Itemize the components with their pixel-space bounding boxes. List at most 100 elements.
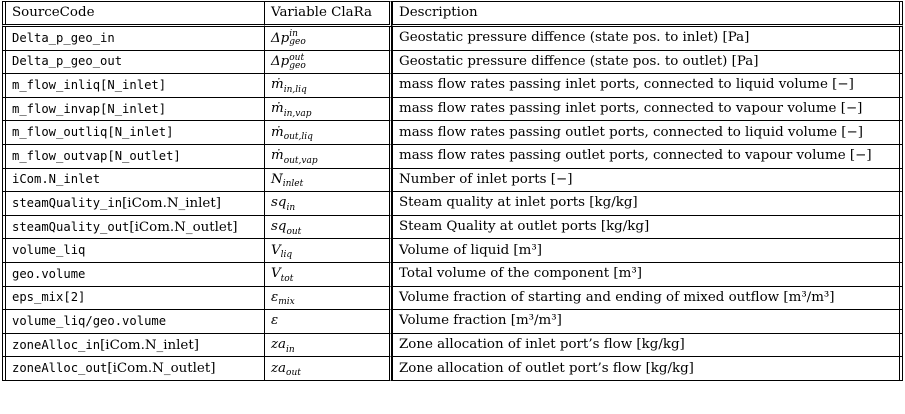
description-cell: Geostatic pressure diffence (state pos. …	[392, 50, 903, 75]
variable-symbol-scripts: out	[286, 223, 301, 236]
source-code-text: m_flow_outliq[N_inlet]	[12, 125, 174, 140]
source-code-cell: zoneAlloc_out[iCom.N_outlet]	[2, 357, 264, 381]
source-code-text: eps_mix[2]	[12, 290, 86, 305]
description-cell: Volume fraction [m³/m³]	[392, 310, 903, 334]
variable-symbol-base: ṁ	[271, 148, 284, 164]
variable-symbol-base: ε	[271, 289, 279, 305]
header-variable-clara: Variable ClaRa	[264, 1, 392, 27]
variable-symbol-superscript: in	[289, 29, 298, 40]
variable-symbol-subscript: in	[286, 344, 295, 355]
variable-symbol-base: V	[271, 266, 281, 282]
variable-symbol-scripts: in	[286, 199, 295, 212]
variable-symbol-subscript: out	[286, 368, 301, 379]
variable-symbol-subscript: tot	[280, 273, 294, 284]
source-code-suffix: [iCom.N_outlet]	[107, 361, 216, 377]
description-cell: Steam Quality at outlet ports [kg/kg]	[392, 215, 903, 240]
table-row: volume_liq/geo.volume ε Volume fraction [m…	[2, 310, 903, 334]
source-code-cell: m_flow_outliq[N_inlet]	[2, 121, 264, 145]
variable-symbol-scripts: in	[286, 341, 295, 354]
variable-symbol-base: ṁ	[271, 77, 284, 93]
variable-symbol-subscript: in	[286, 202, 296, 213]
source-code-cell: m_flow_invap[N_inlet]	[2, 97, 264, 122]
variable-symbol-base: Δp	[271, 30, 290, 46]
source-code-cell: m_flow_outvap[N_outlet]	[2, 144, 264, 169]
variable-symbol-base: Δp	[271, 54, 290, 70]
description-cell: Volume of liquid [m³]	[392, 239, 903, 263]
variable-symbol-subscript: mix	[278, 297, 295, 308]
variable-symbol-subscript: liq	[280, 250, 293, 261]
description-cell: mass flow rates passing outlet ports, co…	[392, 144, 903, 169]
variable-symbol-subscript: geo	[289, 60, 306, 71]
variable-symbol-subscript: out	[286, 226, 302, 237]
source-code-text: iCom.N_inlet	[12, 172, 101, 187]
source-code-text: steamQuality_out	[12, 219, 130, 234]
variable-symbol-subscript: in,vap	[283, 108, 312, 119]
header-row: SourceCode Variable ClaRa Description	[2, 1, 903, 27]
source-code-cell: eps_mix[2]	[2, 286, 264, 311]
variable-symbol-subscript: out,vap	[283, 155, 318, 166]
source-code-text: volume_liq/geo.volume	[12, 313, 167, 328]
variable-symbol-base: V	[271, 242, 281, 258]
variable-symbol-cell: ε	[264, 310, 392, 334]
source-code-text: zoneAlloc_out	[12, 361, 108, 376]
source-code-suffix: [iCom.N_outlet]	[129, 219, 238, 235]
source-code-text: Delta_p_geo_out	[12, 54, 123, 69]
source-code-cell: volume_liq	[2, 239, 264, 263]
description-cell: Geostatic pressure diffence (state pos. …	[392, 27, 903, 51]
variable-symbol-scripts: inlet	[283, 175, 304, 189]
source-code-cell: iCom.N_inlet	[2, 168, 264, 193]
source-code-suffix: [iCom.N_inlet]	[122, 195, 221, 211]
source-code-text: Delta_p_geo_in	[12, 30, 115, 45]
source-code-text: zoneAlloc_in	[12, 337, 101, 352]
variable-symbol-base: ṁ	[271, 124, 284, 140]
description-cell: Total volume of the component [m³]	[392, 262, 903, 287]
description-cell: mass flow rates passing outlet ports, co…	[392, 121, 903, 145]
source-code-text: geo.volume	[12, 266, 86, 281]
source-code-cell: steamQuality_out[iCom.N_outlet]	[2, 215, 264, 240]
source-code-text: steamQuality_in	[12, 195, 123, 210]
variable-symbol-base: ε	[271, 313, 279, 329]
description-cell: Zone allocation of inlet port’s flow [kg…	[392, 333, 903, 358]
description-cell: Volume fraction of starting and ending o…	[392, 286, 903, 311]
description-cell: mass flow rates passing inlet ports, con…	[392, 97, 903, 122]
description-cell: Zone allocation of outlet port’s flow [k…	[392, 357, 903, 381]
source-code-cell: volume_liq/geo.volume	[2, 310, 264, 334]
source-code-cell: geo.volume	[2, 262, 264, 287]
variable-table-container: SourceCode Variable ClaRa Description De…	[2, 1, 903, 381]
source-code-cell: Delta_p_geo_in	[2, 27, 264, 51]
source-code-cell: steamQuality_in[iCom.N_inlet]	[2, 192, 264, 216]
source-code-suffix: [iCom.N_inlet]	[100, 337, 199, 353]
variable-symbol-base: sq	[271, 195, 287, 211]
variable-symbol-subscript: in,liq	[283, 84, 307, 95]
